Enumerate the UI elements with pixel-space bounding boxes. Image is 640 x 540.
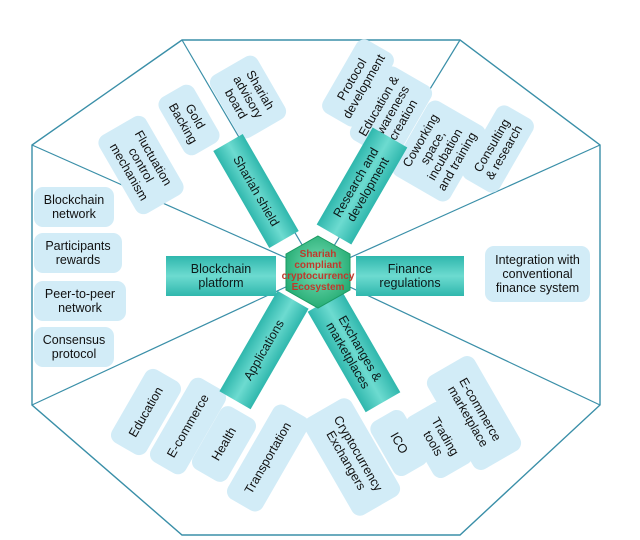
box-blockchain-network: Blockchain network — [34, 187, 114, 227]
center-label: Shariah compliant cryptocurrency Ecosyst… — [281, 249, 355, 293]
box-integration-conventional: Integration with conventional finance sy… — [485, 246, 590, 302]
box-consensus-protocol: Consensus protocol — [34, 327, 114, 367]
arm-finance-regulations: Finance regulations — [356, 256, 464, 296]
arm-blockchain-platform: Blockchain platform — [166, 256, 276, 296]
box-peer-to-peer: Peer-to-peer network — [34, 281, 126, 321]
box-participants-rewards: Participants rewards — [34, 233, 122, 273]
